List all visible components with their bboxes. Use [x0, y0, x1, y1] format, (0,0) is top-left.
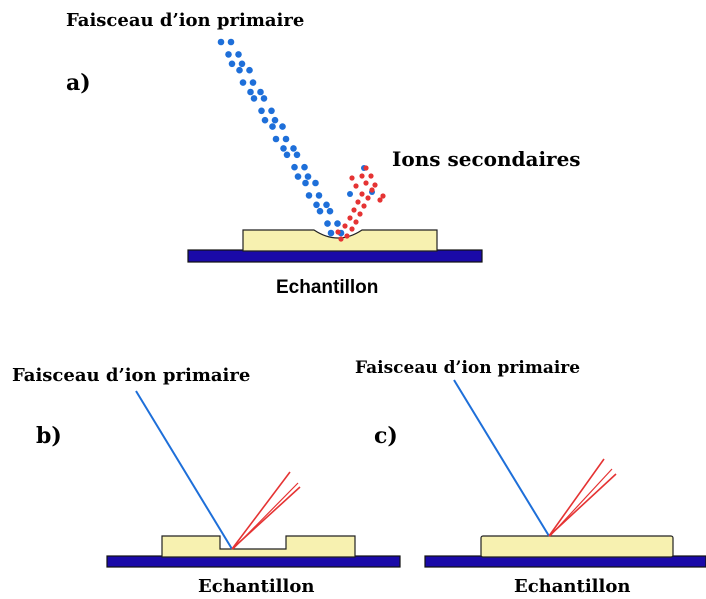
panel-c-diagram	[424, 379, 706, 568]
primary-ion-dot	[294, 173, 302, 180]
primary-ion-dot	[217, 38, 225, 46]
primary-ion-dot	[324, 220, 331, 227]
primary-ion-dot	[315, 192, 323, 199]
primary-ion-dot	[316, 207, 324, 215]
secondary-ion-dot	[363, 165, 369, 171]
primary-ion-dot	[312, 179, 319, 187]
primary-ion-dot	[327, 229, 335, 237]
secondary-ion-dot	[359, 173, 365, 179]
primary-ion-dot	[291, 163, 298, 171]
panel-b-primary-beam	[135, 390, 233, 550]
primary-ion-dots	[217, 38, 375, 237]
secondary-ion-dot	[344, 233, 350, 239]
primary-ion-dot	[227, 38, 235, 46]
secondary-ion-dot	[355, 199, 361, 205]
primary-ion-dot	[225, 51, 232, 58]
primary-ion-dot	[326, 207, 334, 215]
primary-ion-dot	[260, 95, 268, 102]
secondary-ion-dot	[363, 180, 369, 186]
primary-ion-dot	[235, 51, 242, 58]
primary-ion-dot	[293, 151, 301, 159]
panel-a-sample-label: Echantillon	[276, 277, 379, 298]
panel-a-letter: a)	[66, 70, 91, 96]
panel-b-letter: b)	[36, 423, 62, 449]
panel-c-substrate	[424, 555, 706, 568]
secondary-ion-dot	[365, 195, 371, 201]
secondary-ion-dot	[338, 236, 344, 242]
primary-ion-dot	[247, 88, 254, 96]
panel-b-substrate	[106, 555, 401, 568]
primary-ion-dot	[347, 191, 353, 197]
primary-ion-dot	[313, 201, 320, 209]
panel-b-secondary-ray-3	[232, 482, 299, 550]
secondary-ion-dot	[380, 193, 386, 199]
primary-ion-dot	[283, 151, 291, 159]
primary-ion-dot	[305, 192, 313, 199]
primary-ion-dot	[246, 66, 253, 74]
primary-ion-dot	[302, 179, 309, 187]
primary-ion-dot	[334, 220, 341, 227]
panel-c-secondary-ray-3	[549, 468, 613, 537]
secondary-ion-dot	[361, 203, 367, 209]
panel-b-sample-label: Echantillon	[198, 576, 315, 597]
primary-ion-dot	[228, 60, 236, 68]
primary-ion-dot	[258, 107, 265, 115]
panel-c-beam-label: Faisceau d’ion primaire	[355, 358, 581, 378]
secondary-ion-dot	[335, 229, 341, 235]
primary-ion-dot	[261, 116, 269, 124]
primary-ion-dot	[250, 95, 258, 102]
panel-b-beam-label: Faisceau d’ion primaire	[12, 365, 251, 386]
secondary-ion-dot	[369, 187, 375, 193]
secondary-ion-dot	[349, 175, 355, 181]
panel-a-diagram	[187, 38, 483, 263]
panel-b-secondary-ray-1	[231, 471, 291, 550]
panel-c-secondary-ray-1	[548, 458, 605, 537]
panel-a-substrate	[187, 249, 483, 263]
primary-ion-dot	[280, 145, 287, 152]
secondary-ion-dot	[347, 215, 353, 221]
primary-ion-dot	[282, 135, 290, 143]
primary-ion-dot	[301, 163, 308, 171]
panel-c-primary-beam	[453, 379, 550, 537]
secondary-ion-dot	[353, 219, 359, 225]
primary-ion-dot	[271, 116, 279, 124]
primary-ion-dot	[238, 60, 246, 68]
panel-c-letter: c)	[374, 423, 398, 449]
primary-ion-dot	[249, 79, 257, 86]
panel-b-sample-block	[161, 535, 356, 558]
secondary-ion-dot	[349, 226, 355, 232]
primary-ion-dot	[269, 123, 276, 130]
secondary-ions-label: Ions secondaires	[392, 147, 581, 171]
primary-ion-dot	[272, 135, 280, 143]
secondary-ion-dot	[342, 223, 348, 229]
primary-ion-dot	[257, 88, 264, 96]
primary-ion-dot	[323, 201, 330, 209]
secondary-ion-dot	[368, 173, 374, 179]
secondary-ion-dot	[357, 211, 363, 217]
panel-a-beam-label: Faisceau d’ion primaire	[66, 10, 305, 31]
secondary-ion-dots	[335, 165, 386, 242]
primary-ion-dot	[290, 145, 297, 152]
secondary-ion-dot	[377, 197, 383, 203]
panel-c-sample-label: Echantillon	[514, 576, 631, 597]
secondary-ion-dot	[359, 191, 365, 197]
primary-ion-dot	[279, 123, 286, 130]
secondary-ion-dot	[353, 183, 359, 189]
secondary-ion-dot	[351, 207, 357, 213]
primary-ion-dot	[268, 107, 275, 115]
primary-ion-dot	[239, 79, 247, 86]
panel-b-diagram	[106, 390, 401, 568]
primary-ion-dot	[304, 173, 312, 180]
panel-c-sample-block	[480, 535, 674, 558]
secondary-ion-dot	[372, 182, 378, 188]
primary-ion-dot	[236, 66, 243, 74]
